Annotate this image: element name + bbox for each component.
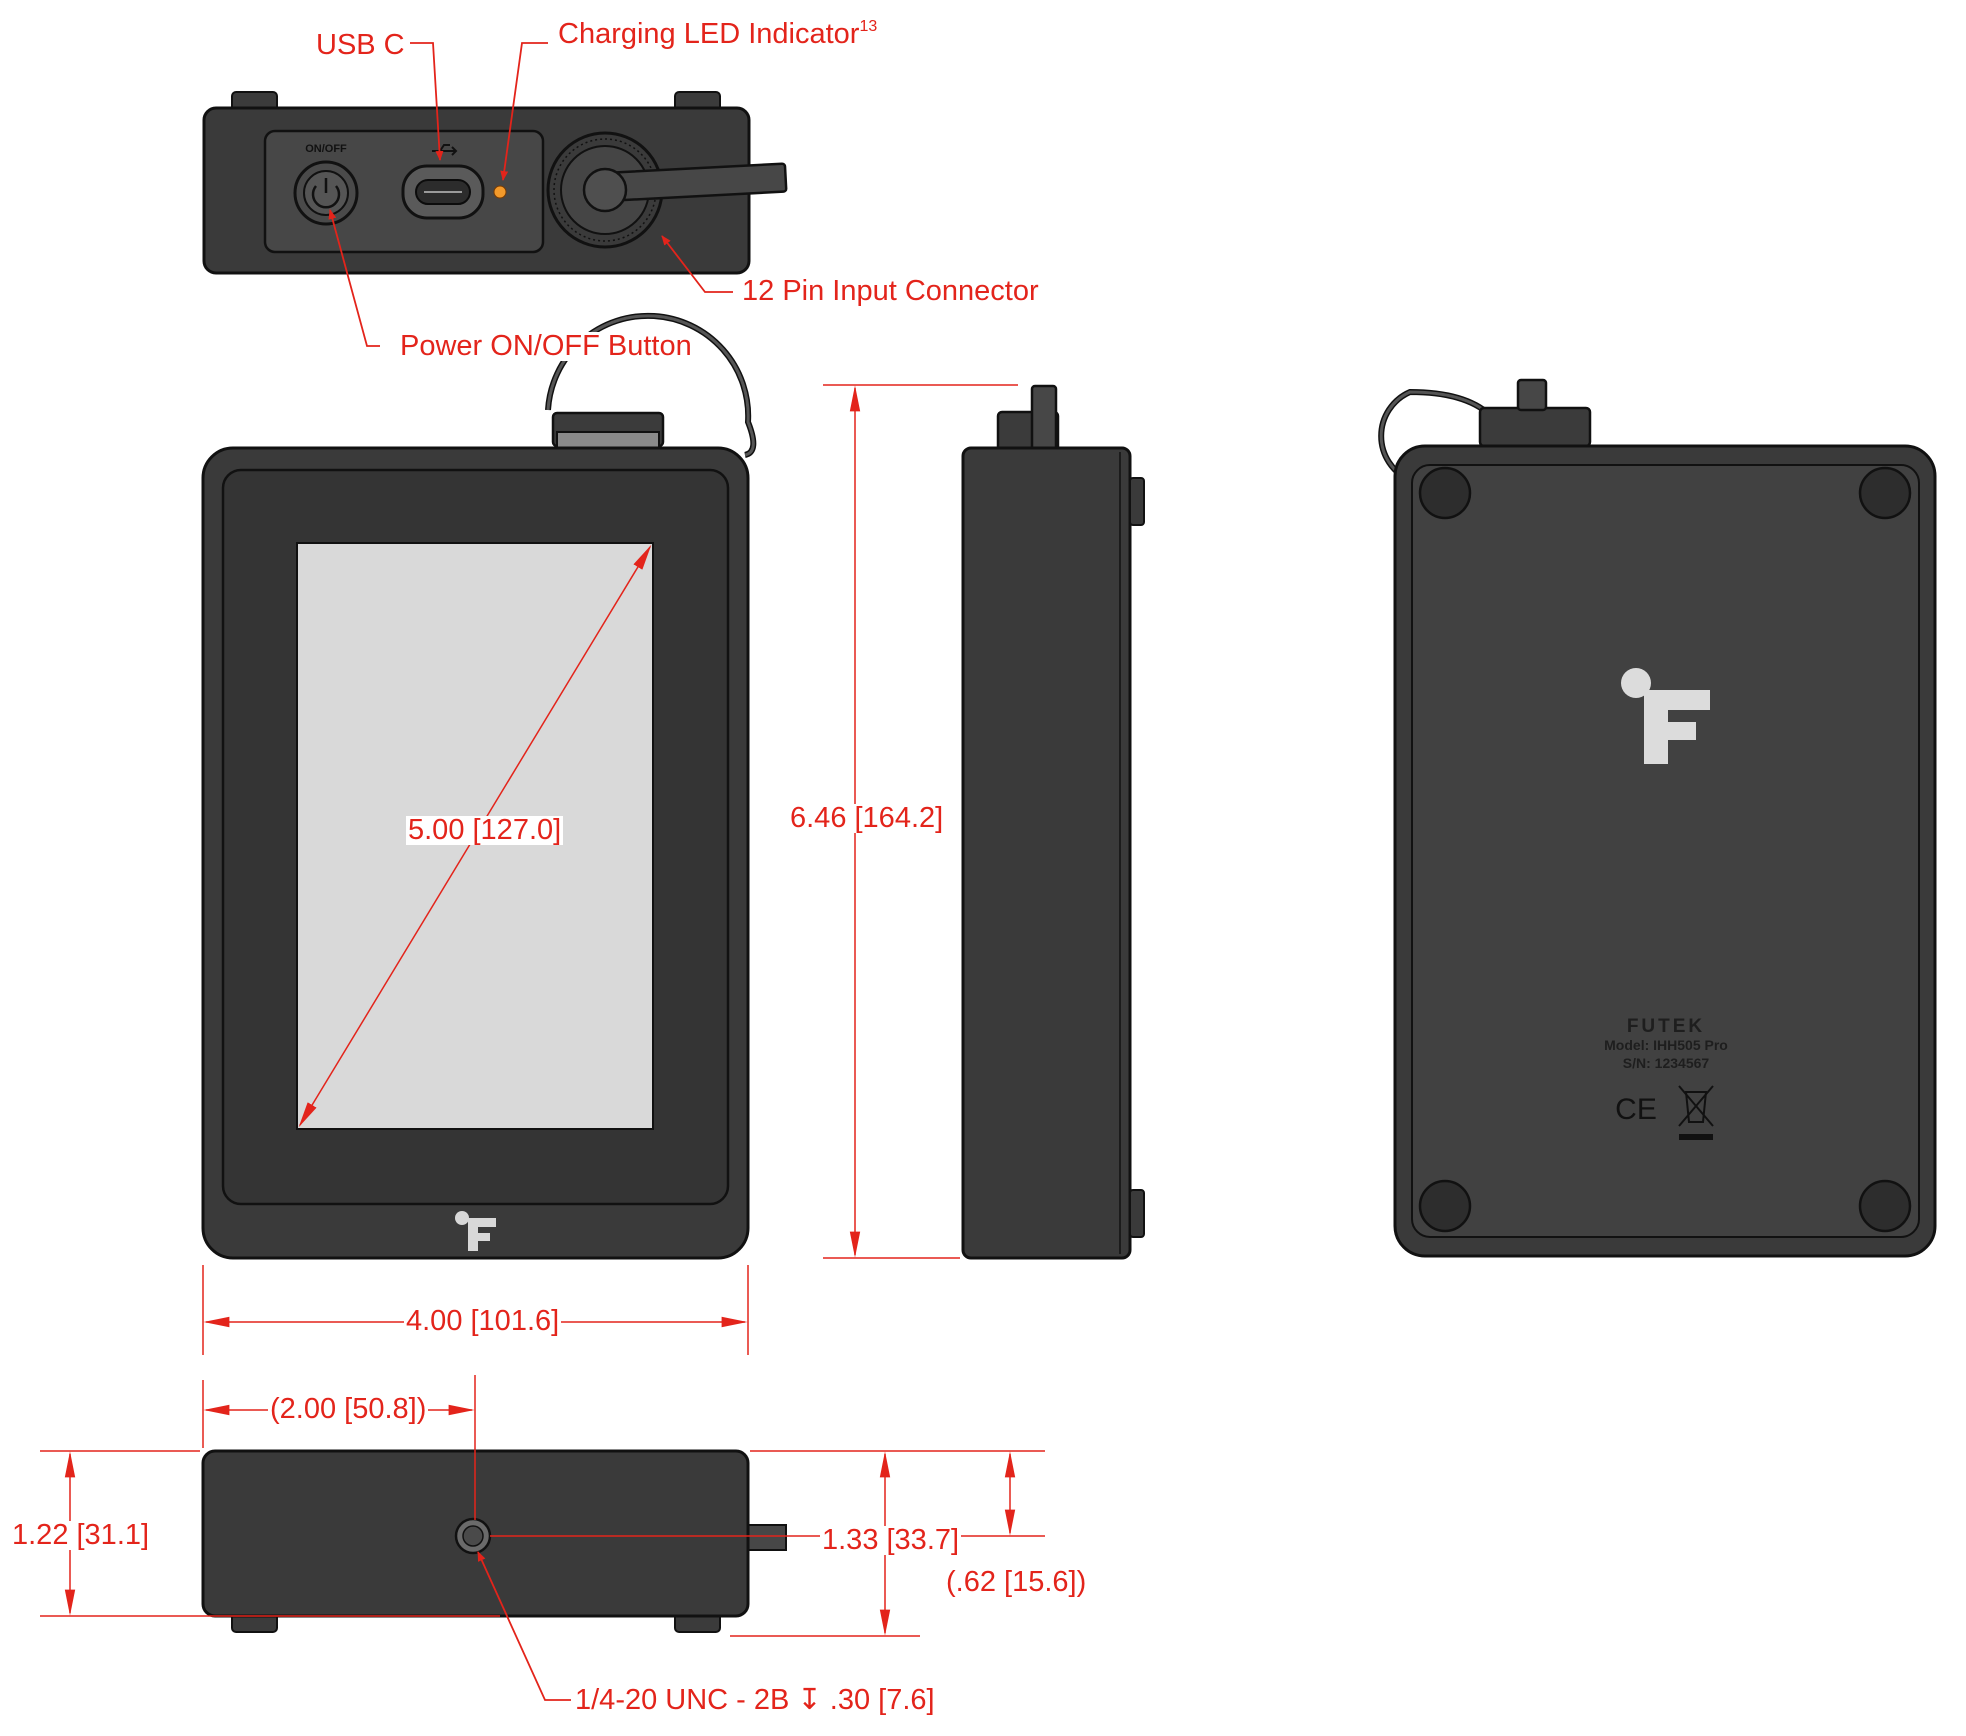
front-view bbox=[201, 312, 757, 1260]
ce-mark: CE bbox=[1615, 1093, 1657, 1126]
brand-label: FUTEK bbox=[1626, 1016, 1706, 1037]
callout-leaders bbox=[328, 42, 733, 1701]
back-view bbox=[1378, 378, 1937, 1258]
futek-logo-front bbox=[455, 1211, 496, 1251]
mount-thread-label: 1/4-20 UNC - 2B ↧ .30 [7.6] bbox=[573, 1684, 937, 1716]
futek-logo-back bbox=[1621, 668, 1710, 764]
power-button-label: Power ON/OFF Button bbox=[398, 330, 694, 362]
screen-diagonal-dimension: 5.00 [127.0] bbox=[406, 814, 564, 846]
height-dimension: 6.46 [164.2] bbox=[788, 802, 946, 834]
connector-label: 12 Pin Input Connector bbox=[740, 275, 1041, 307]
charging-led-text: Charging LED Indicator bbox=[558, 18, 860, 50]
side-view bbox=[961, 384, 1145, 1260]
thickness-dimension: 1.22 [31.1] bbox=[10, 1519, 152, 1551]
power-button bbox=[293, 160, 359, 226]
charging-led-label: Charging LED Indicator13 bbox=[556, 18, 880, 50]
charging-led-footnote: 13 bbox=[859, 18, 878, 35]
input-connector bbox=[546, 131, 788, 249]
usb-c-label: USB C bbox=[314, 29, 407, 61]
serial-label: S/N: 1234567 bbox=[1622, 1055, 1710, 1071]
bottom-view bbox=[201, 1449, 787, 1633]
model-label: Model: IHH505 Pro bbox=[1604, 1037, 1728, 1053]
usb-c-port bbox=[401, 144, 485, 220]
half-width-dimension: (2.00 [50.8]) bbox=[268, 1393, 429, 1425]
mount-height-dimension: (.62 [15.6]) bbox=[944, 1566, 1089, 1598]
width-dimension: 4.00 [101.6] bbox=[404, 1305, 562, 1337]
weee-icon bbox=[1678, 1085, 1714, 1140]
overall-thickness-dimension: 1.33 [33.7] bbox=[820, 1524, 962, 1556]
top-view bbox=[202, 91, 788, 275]
charging-led bbox=[493, 185, 507, 199]
on-off-label: ON/OFF bbox=[305, 143, 347, 155]
